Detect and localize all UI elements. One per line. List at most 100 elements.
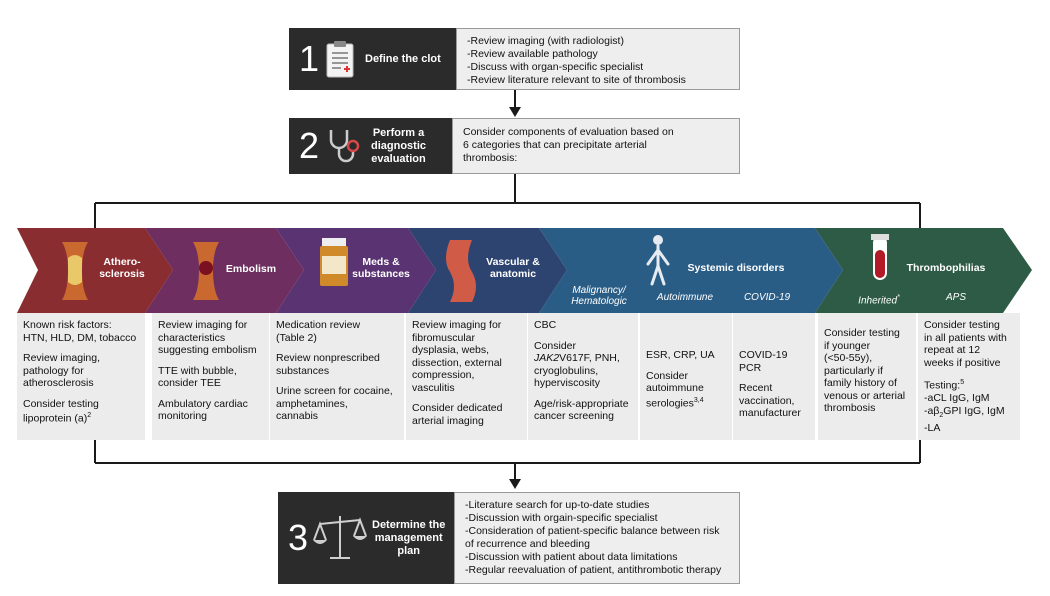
step3-number: 3 — [288, 517, 309, 558]
aps-text: weeks if positive — [924, 356, 1001, 369]
cell-vascular: Review imaging for fibromuscular dysplas… — [406, 313, 527, 440]
embolism-text: suggesting embolism — [158, 344, 257, 356]
malignancy-text: Age/risk-appropriate — [534, 397, 629, 410]
athero-para: Consider testing lipoprotein (a)2 — [23, 398, 139, 426]
meds-text: Review nonprescribed — [276, 352, 380, 364]
malignancy-para: Age/risk-appropriate cancer screening — [534, 398, 632, 423]
athero-ref: 2 — [87, 412, 92, 419]
inherited-text: if younger — [824, 339, 871, 352]
scale-icon — [313, 516, 367, 559]
meds-para: Medication review (Table 2) — [276, 319, 398, 344]
vascular-label-line: Vascular & — [486, 256, 540, 268]
aps-text: Testing: — [924, 379, 961, 392]
sub-inherited-mark: * — [897, 294, 900, 301]
separator-malignancy-autoimmune — [639, 340, 640, 440]
step1-description: -Review imaging (with radiologist) -Revi… — [456, 28, 740, 90]
step1-line: -Review literature relevant to site of t… — [467, 74, 686, 86]
athero-text: atherosclerosis — [23, 377, 94, 389]
meds-para: Review nonprescribed substances — [276, 352, 398, 377]
narrowed-vessel-icon — [446, 240, 476, 302]
athero-text: pathology for — [23, 364, 84, 377]
covid-text: manufacturer — [739, 407, 801, 419]
aps-text: Consider testing — [924, 319, 1000, 331]
athero-label-line: sclerosis — [99, 268, 145, 280]
aps-para: Testing:5 -aCL IgG, IgM -aβ2GPI IgG, IgM… — [924, 377, 1014, 435]
embolism-text: Ambulatory cardiac — [158, 397, 248, 410]
step3-line: -Discussion with patient about data limi… — [465, 551, 678, 563]
step3-title-line: Determine the — [372, 518, 446, 531]
meds-label-line: substances — [352, 268, 410, 280]
cell-autoimmune: ESR, CRP, UA Consider autoimmune serolog… — [640, 313, 732, 440]
sub-malignancy-label: Malignancy/ Hematologic — [562, 285, 636, 307]
meds-text: substances — [276, 364, 330, 377]
embolism-text: TTE with bubble, — [158, 364, 237, 377]
step3-title-line: management — [374, 531, 443, 544]
aps-test-item: GPI IgG, IgM — [943, 404, 1005, 417]
athero-text: HTN, HLD, DM, tobacco — [23, 331, 137, 344]
covid-para: Recent vaccination, manufacturer — [739, 382, 809, 420]
meds-text: (Table 2) — [276, 331, 317, 344]
vascular-text: arterial imaging — [412, 414, 484, 427]
athero-text: Consider testing — [23, 397, 99, 410]
step1-title: Define the clot — [365, 52, 441, 65]
sub-autoimmune-label: Autoimmune — [656, 292, 714, 303]
malignancy-text: Consider — [534, 339, 577, 352]
step3-header: 3 Determine the management plan — [278, 492, 454, 584]
category-systemic-label: Systemic disorders — [687, 262, 785, 274]
meds-text: amphetamines, — [276, 397, 348, 410]
embolism-text: characteristics — [158, 331, 226, 344]
step2-title-line: diagnostic — [371, 139, 427, 152]
chevron-meds — [276, 228, 436, 313]
step3-description: -Literature search for up-to-date studie… — [454, 492, 740, 584]
vascular-text: compression, — [412, 369, 475, 381]
embolism-text: monitoring — [158, 410, 208, 422]
inherited-text: family history of — [824, 377, 897, 389]
autoimmune-text: autoimmune — [646, 382, 704, 394]
category-vascular-label: Vascular & anatomic — [478, 256, 548, 280]
step1-line: -Review available pathology — [467, 48, 598, 60]
category-embolism-label: Embolism — [225, 263, 277, 275]
artery-clot-icon — [193, 242, 219, 300]
pill-bottle-icon — [320, 238, 348, 286]
cell-meds: Medication review (Table 2) Review nonpr… — [270, 313, 404, 440]
step2-line: Consider components of evaluation based … — [463, 126, 674, 138]
meds-text: cannabis — [276, 410, 319, 422]
step1-header: 1 Define the clot — [289, 28, 456, 90]
category-thrombophilias-label: Thrombophilias — [906, 262, 986, 274]
step3-line: -Discussion with orgain-specific special… — [465, 512, 658, 524]
autoimmune-text: Consider — [646, 369, 689, 382]
clipboard-icon — [326, 41, 354, 78]
embolism-para: Review imaging for characteristics sugge… — [158, 319, 263, 357]
arrow-down-1 — [509, 107, 521, 117]
sub-inherited-text: Inherited — [858, 295, 898, 307]
stethoscope-icon — [329, 130, 360, 163]
sub-aps-label: APS — [945, 292, 966, 303]
sub-covid-label: COVID-19 — [743, 292, 791, 303]
cell-covid: COVID-19 PCR Recent vaccination, manufac… — [733, 313, 815, 440]
autoimmune-para: ESR, CRP, UA — [646, 349, 715, 361]
cell-aps: Consider testing in all patients with re… — [918, 313, 1020, 440]
aps-text: in all patients with — [924, 331, 1007, 344]
athero-text: Known risk factors: — [23, 319, 112, 331]
step2-description: Consider components of evaluation based … — [452, 118, 740, 174]
step3-title: Determine the management plan — [372, 519, 445, 558]
step1-number: 1 — [299, 38, 320, 79]
inherited-text: particularly if — [824, 364, 883, 377]
inherited-text: venous or arterial — [824, 389, 906, 402]
step2-title-line: Perform a — [372, 126, 425, 139]
category-chevron-band — [17, 228, 1032, 313]
vascular-para: Consider dedicated arterial imaging — [412, 402, 521, 427]
vascular-text: dissection, external — [412, 356, 502, 369]
aps-para: Consider testing in all patients with re… — [924, 319, 1014, 369]
aps-test-item: -aCL IgG, IgM — [924, 392, 990, 404]
chevron-embolism — [145, 228, 304, 313]
step2-line: 6 categories that can precipitate arteri… — [463, 139, 647, 151]
inherited-text: thrombosis — [824, 402, 876, 414]
malignancy-para: Consider JAK2V617F, PNH, cryoglobulins, … — [534, 340, 632, 390]
aps-test-item: -LA — [924, 422, 941, 435]
cell-athero: Known risk factors: HTN, HLD, DM, tobacc… — [17, 313, 145, 440]
step1-line: -Discuss with organ-specific specialist — [467, 61, 644, 73]
sub-malignancy-line: Hematologic — [571, 296, 627, 307]
cell-malignancy: CBC Consider JAK2V617F, PNH, cryoglobuli… — [528, 313, 638, 440]
